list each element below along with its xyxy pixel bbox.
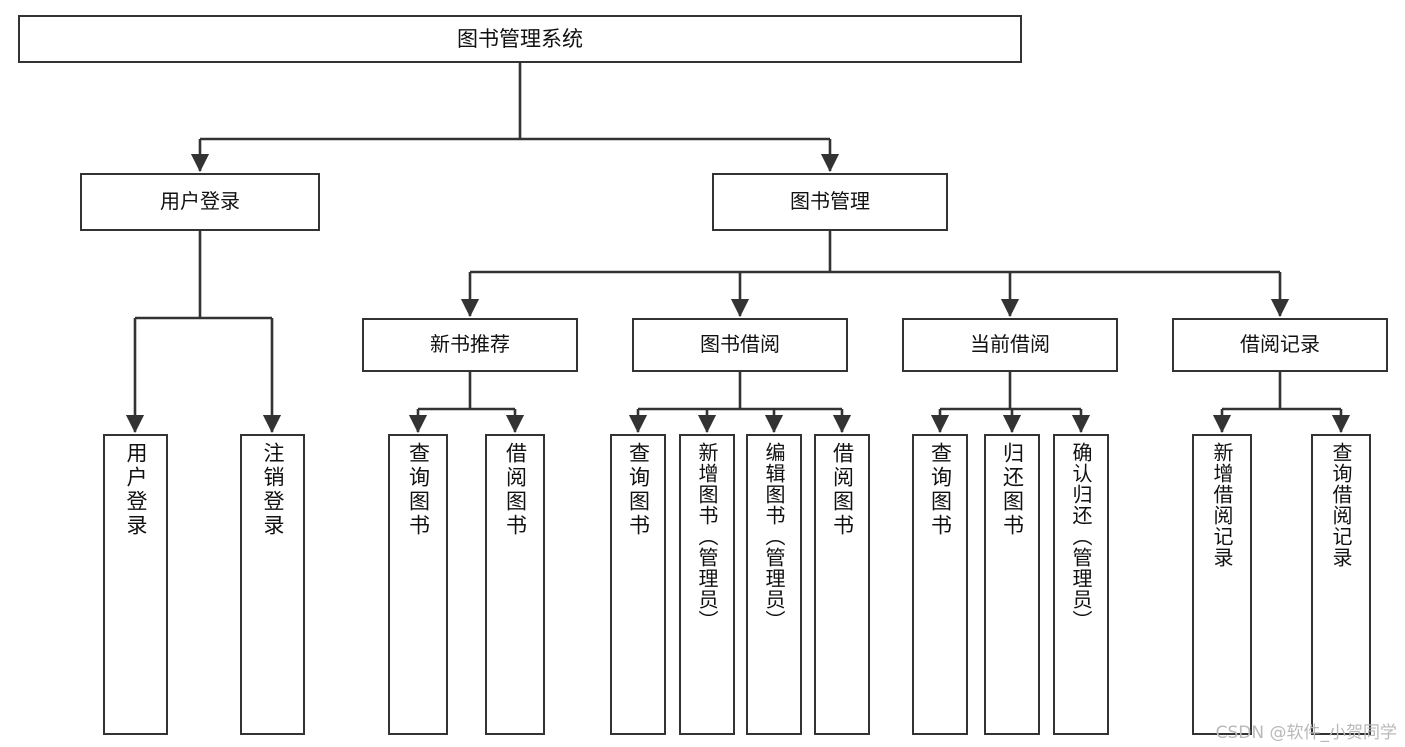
node-leaf-borrow-book-2-label: 借阅图书 bbox=[830, 442, 855, 538]
node-book-borrow-label: 图书借阅 bbox=[700, 332, 780, 357]
node-leaf-borrow-book-1[interactable]: 借阅图书 bbox=[485, 434, 545, 735]
node-leaf-edit-book[interactable]: 编辑图书（管理员） bbox=[746, 434, 802, 735]
node-new-book-recommend[interactable]: 新书推荐 bbox=[362, 318, 578, 372]
node-root[interactable]: 图书管理系统 bbox=[18, 15, 1022, 63]
node-leaf-query-book-2-label: 查询图书 bbox=[626, 442, 651, 538]
node-current-borrow-label: 当前借阅 bbox=[970, 332, 1050, 357]
node-leaf-query-record-label: 查询借阅记录 bbox=[1329, 442, 1353, 568]
node-leaf-borrow-book-1-label: 借阅图书 bbox=[503, 442, 528, 538]
node-book-borrow[interactable]: 图书借阅 bbox=[632, 318, 848, 372]
node-leaf-return-book[interactable]: 归还图书 bbox=[984, 434, 1040, 735]
node-leaf-query-book-1-label: 查询图书 bbox=[406, 442, 431, 538]
node-user-login-label: 用户登录 bbox=[160, 189, 240, 214]
node-book-manage[interactable]: 图书管理 bbox=[712, 173, 948, 231]
node-root-label: 图书管理系统 bbox=[457, 26, 583, 51]
node-leaf-query-book-3-label: 查询图书 bbox=[928, 442, 953, 538]
node-leaf-add-record-label: 新增借阅记录 bbox=[1210, 442, 1234, 568]
node-leaf-query-book-3[interactable]: 查询图书 bbox=[912, 434, 968, 735]
node-leaf-query-book-2[interactable]: 查询图书 bbox=[610, 434, 666, 735]
node-borrow-record-label: 借阅记录 bbox=[1240, 332, 1320, 357]
node-leaf-logout[interactable]: 注销登录 bbox=[240, 434, 305, 735]
node-leaf-query-book-1[interactable]: 查询图书 bbox=[388, 434, 448, 735]
node-leaf-user-login[interactable]: 用户登录 bbox=[103, 434, 168, 735]
node-book-manage-label: 图书管理 bbox=[790, 189, 870, 214]
node-leaf-add-record[interactable]: 新增借阅记录 bbox=[1192, 434, 1252, 735]
node-leaf-borrow-book-2[interactable]: 借阅图书 bbox=[814, 434, 870, 735]
node-leaf-confirm-return-label: 确认归还（管理员） bbox=[1069, 442, 1093, 631]
node-leaf-confirm-return[interactable]: 确认归还（管理员） bbox=[1053, 434, 1109, 735]
node-current-borrow[interactable]: 当前借阅 bbox=[902, 318, 1118, 372]
node-leaf-add-book[interactable]: 新增图书（管理员） bbox=[679, 434, 735, 735]
node-leaf-user-login-label: 用户登录 bbox=[124, 442, 148, 538]
node-borrow-record[interactable]: 借阅记录 bbox=[1172, 318, 1388, 372]
csdn-watermark: CSDN @软件_小贺同学 bbox=[1215, 723, 1397, 743]
node-leaf-logout-label: 注销登录 bbox=[261, 442, 285, 538]
node-leaf-add-book-label: 新增图书（管理员） bbox=[695, 442, 719, 631]
node-leaf-return-book-label: 归还图书 bbox=[1000, 442, 1025, 538]
node-leaf-query-record[interactable]: 查询借阅记录 bbox=[1311, 434, 1371, 735]
node-new-book-recommend-label: 新书推荐 bbox=[430, 332, 510, 357]
node-user-login[interactable]: 用户登录 bbox=[80, 173, 320, 231]
node-leaf-edit-book-label: 编辑图书（管理员） bbox=[762, 442, 786, 631]
